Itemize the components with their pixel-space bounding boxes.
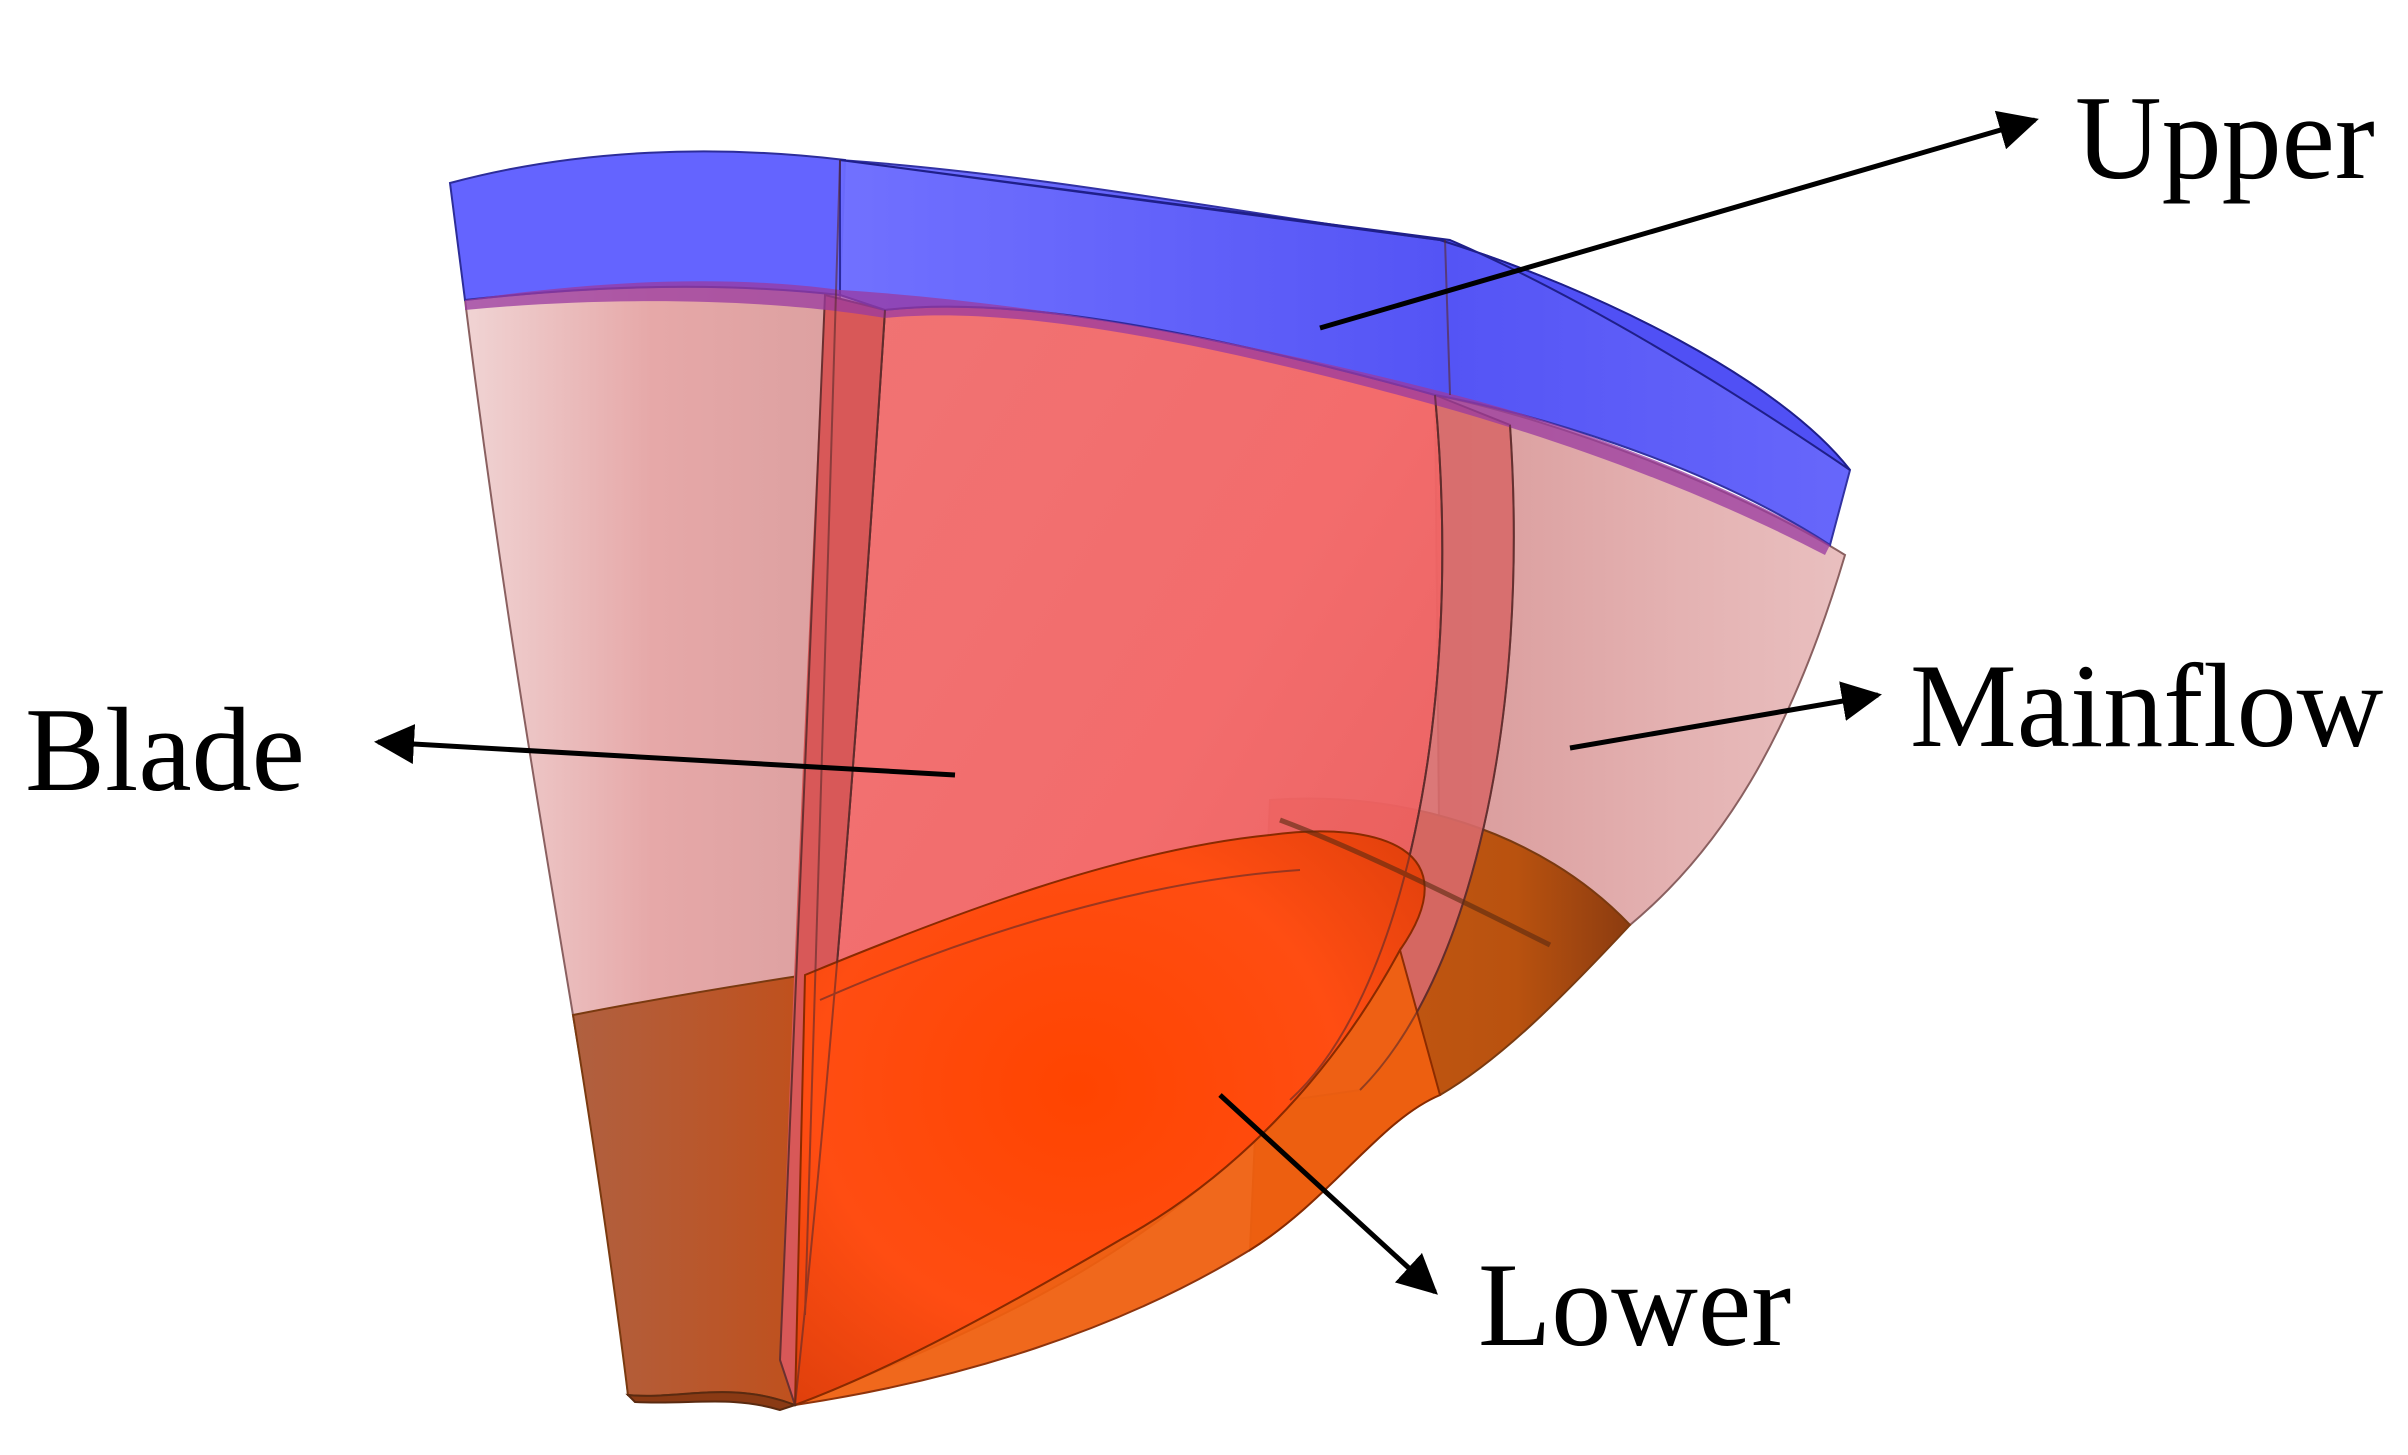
- label-lower: Lower: [1478, 1238, 1792, 1371]
- arrow-blade: [374, 724, 956, 778]
- label-blade: Blade: [25, 683, 305, 816]
- label-mainflow: Mainflow: [1910, 639, 2384, 772]
- label-upper: Upper: [2075, 71, 2375, 204]
- arrow-upper: [1319, 110, 2039, 331]
- lower-bottom-sliver: [625, 1391, 798, 1412]
- upper-seam: [465, 281, 1830, 555]
- arrow-mainflow: [1569, 681, 1882, 751]
- edge-lines: [794, 159, 1552, 1406]
- upper-left-band: [448, 150, 847, 302]
- upper-top-surface: [839, 159, 1851, 471]
- upper-main-band: [839, 158, 1852, 547]
- lower-left-face: [571, 973, 807, 1407]
- arrow-lower: [1218, 1093, 1438, 1295]
